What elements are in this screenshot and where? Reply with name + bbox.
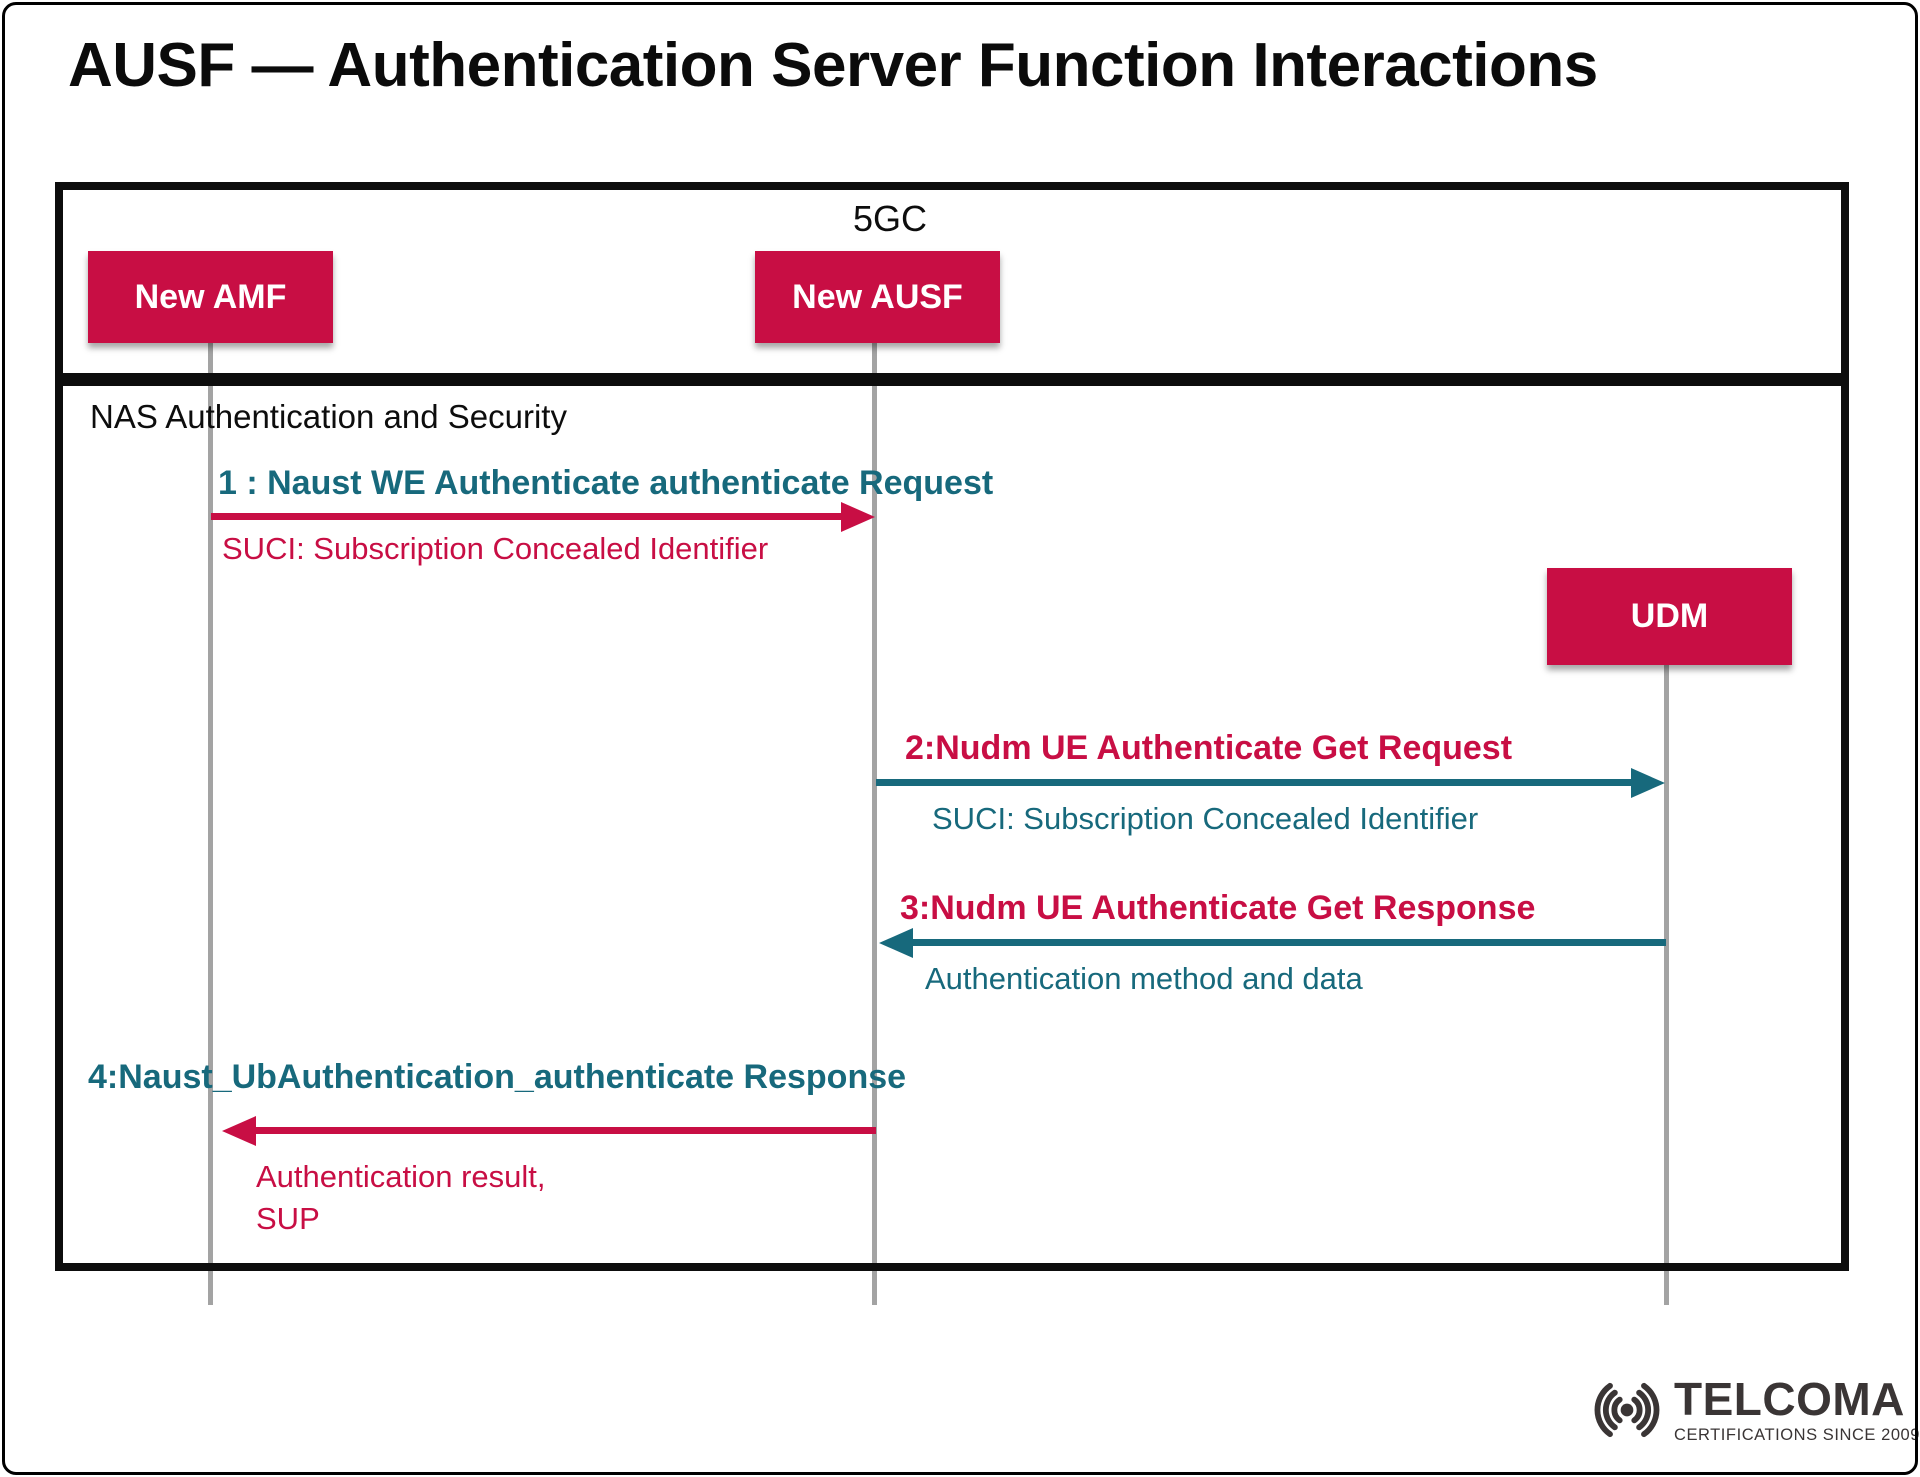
telcoma-logo-text: TELCOMA CERTIFICATIONS SINCE 2009 [1674,1376,1920,1445]
message-4-arrow [254,1127,876,1134]
message-1-arrow [211,513,843,520]
message-3-label: 3:Nudm UE Authenticate Get Response [900,889,1536,927]
actor-udm-label: UDM [1630,597,1709,635]
frame-5gc [55,182,1849,381]
telcoma-logo-name: TELCOMA [1673,1372,1905,1425]
message-1-param: SUCI: Subscription Concealed Identifier [222,531,769,566]
message-2-arrow [876,779,1633,786]
telcoma-logo-tagline: CERTIFICATIONS SINCE 2009 [1673,1425,1920,1444]
actor-udm: UDM [1547,568,1792,665]
lifeline-new-ausf [872,343,877,1305]
sequence-frame-label: NAS Authentication and Security [90,398,567,435]
message-4-param: Authentication result, SUP [256,1156,546,1240]
message-4-label: 4:Naust_UbAuthentication_authenticate Re… [88,1058,907,1096]
telcoma-logo: TELCOMA CERTIFICATIONS SINCE 2009 [1582,1372,1920,1448]
actor-new-amf-label: New AMF [134,277,287,316]
lifeline-new-amf [208,343,213,1305]
lifeline-udm [1664,663,1669,1305]
message-3-param: Authentication method and data [925,961,1363,996]
actor-new-ausf-label: New AUSF [792,277,963,316]
message-3-arrow [911,939,1666,946]
message-1-label: 1 : Naust WE Authenticate authenticate R… [218,464,994,502]
message-2-label: 2:Nudm UE Authenticate Get Request [905,729,1513,767]
message-4-param-line2: SUP [256,1200,320,1236]
page-title: AUSF — Authentication Server Function In… [68,31,1598,100]
frame-5gc-label: 5GC [852,198,928,239]
telcoma-signal-icon [1594,1382,1660,1438]
frame-sequence [55,378,1849,1271]
message-2-param: SUCI: Subscription Concealed Identifier [932,801,1479,836]
actor-new-ausf: New AUSF [755,251,1000,343]
message-4-param-line1: Authentication result, [256,1159,546,1194]
actor-new-amf: New AMF [88,251,333,343]
